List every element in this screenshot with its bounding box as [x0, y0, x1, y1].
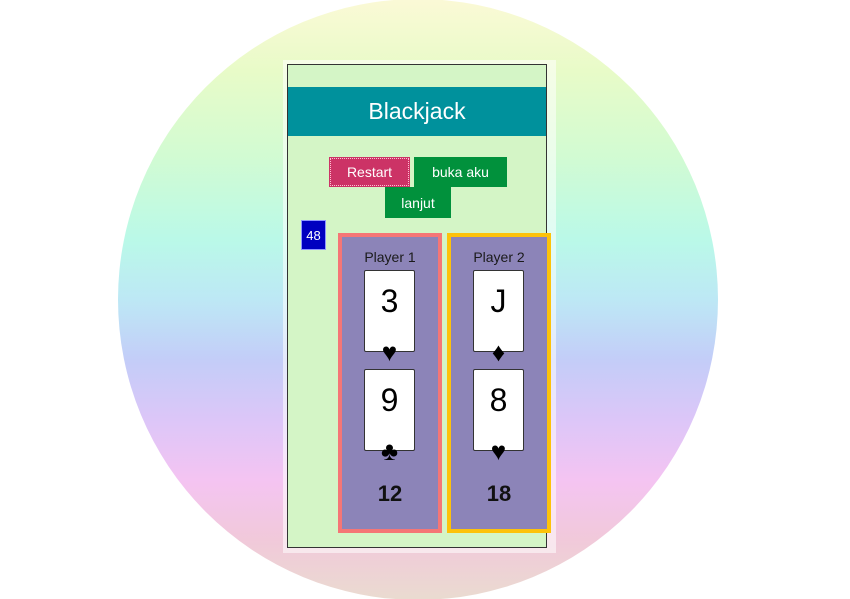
card-rank: 9	[380, 382, 399, 418]
club-icon: ♣	[380, 436, 399, 466]
game-frame: Blackjack Restart buka aku lanjut 48 Pla…	[287, 64, 551, 548]
player-1-panel: Player 1 3 ♥ 9 ♣ 12	[338, 233, 442, 533]
player-score: 12	[377, 481, 403, 506]
open-button[interactable]: buka aku	[414, 157, 507, 187]
card-rank: 3	[380, 283, 399, 319]
playing-card: 3 ♥	[364, 270, 415, 367]
heart-icon: ♥	[381, 337, 398, 367]
player-score: 18	[486, 481, 512, 506]
playing-card: 8 ♥	[473, 369, 524, 466]
card-rank: 8	[489, 382, 508, 418]
game-title: Blackjack	[288, 87, 546, 136]
player-name: Player 1	[364, 249, 416, 265]
deck-count-badge: 48	[301, 220, 326, 250]
next-button[interactable]: lanjut	[385, 187, 451, 218]
heart-icon: ♥	[490, 436, 507, 466]
card-rank: J	[490, 283, 507, 319]
playing-card: J ♦	[473, 270, 524, 367]
player-2-panel: Player 2 J ♦ 8 ♥ 18	[447, 233, 551, 533]
restart-button[interactable]: Restart	[329, 157, 410, 187]
playing-card: 9 ♣	[364, 369, 415, 466]
diamond-icon: ♦	[491, 337, 506, 367]
player-name: Player 2	[473, 249, 525, 265]
